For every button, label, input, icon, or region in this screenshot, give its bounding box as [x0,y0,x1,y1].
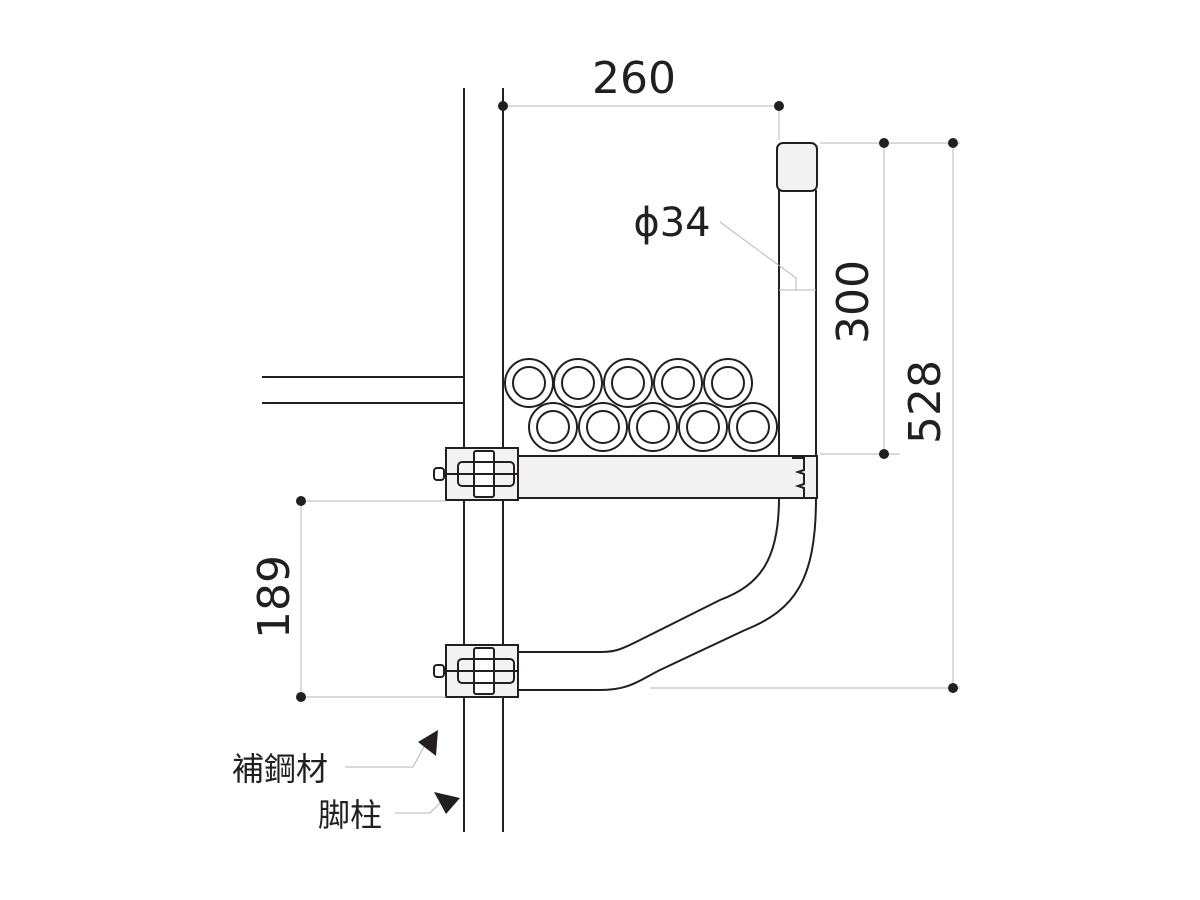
dimension-text-189: 189 [249,555,300,639]
reinforcing-steel-member [262,376,464,404]
upper-clamp [433,447,519,501]
pipe-cap [776,142,818,192]
dimension-text-300: 300 [828,260,879,344]
dimension-height-upper: 300 [820,138,960,459]
label-text-leg-post: 脚柱 [318,796,382,834]
lower-clamp [433,644,519,698]
pipe-ring [678,402,728,452]
dimension-text-260: 260 [592,53,676,104]
pipe-ring [504,358,554,408]
dimension-height-clamp: 189 [249,496,446,702]
shelf-arm [516,455,818,499]
pipe-ring [603,358,653,408]
vertical-pipe [776,142,818,458]
stacked-pipes [504,358,778,452]
pipe-diameter-text: ϕ34 [633,200,710,246]
curved-brace-pipe [517,497,817,691]
pipe-ring [553,358,603,408]
pipe-ring [528,402,578,452]
pipe-ring [628,402,678,452]
label-reinforcing-steel: 補鋼材 [232,730,438,788]
pipe-ring [728,402,778,452]
pipe-ring [653,358,703,408]
pipe-ring [578,402,628,452]
pipe-ring [703,358,753,408]
label-text-reinforcing-steel: 補鋼材 [232,750,328,788]
dimension-height-total: 528 [650,138,960,693]
arrow-icon [418,730,438,756]
dimension-text-528: 528 [900,360,951,444]
dimension-width-top: 260 [498,53,784,140]
arrow-icon [434,792,460,814]
label-leg-post: 脚柱 [318,792,460,834]
pipe-diameter-callout: ϕ34 [633,200,797,290]
